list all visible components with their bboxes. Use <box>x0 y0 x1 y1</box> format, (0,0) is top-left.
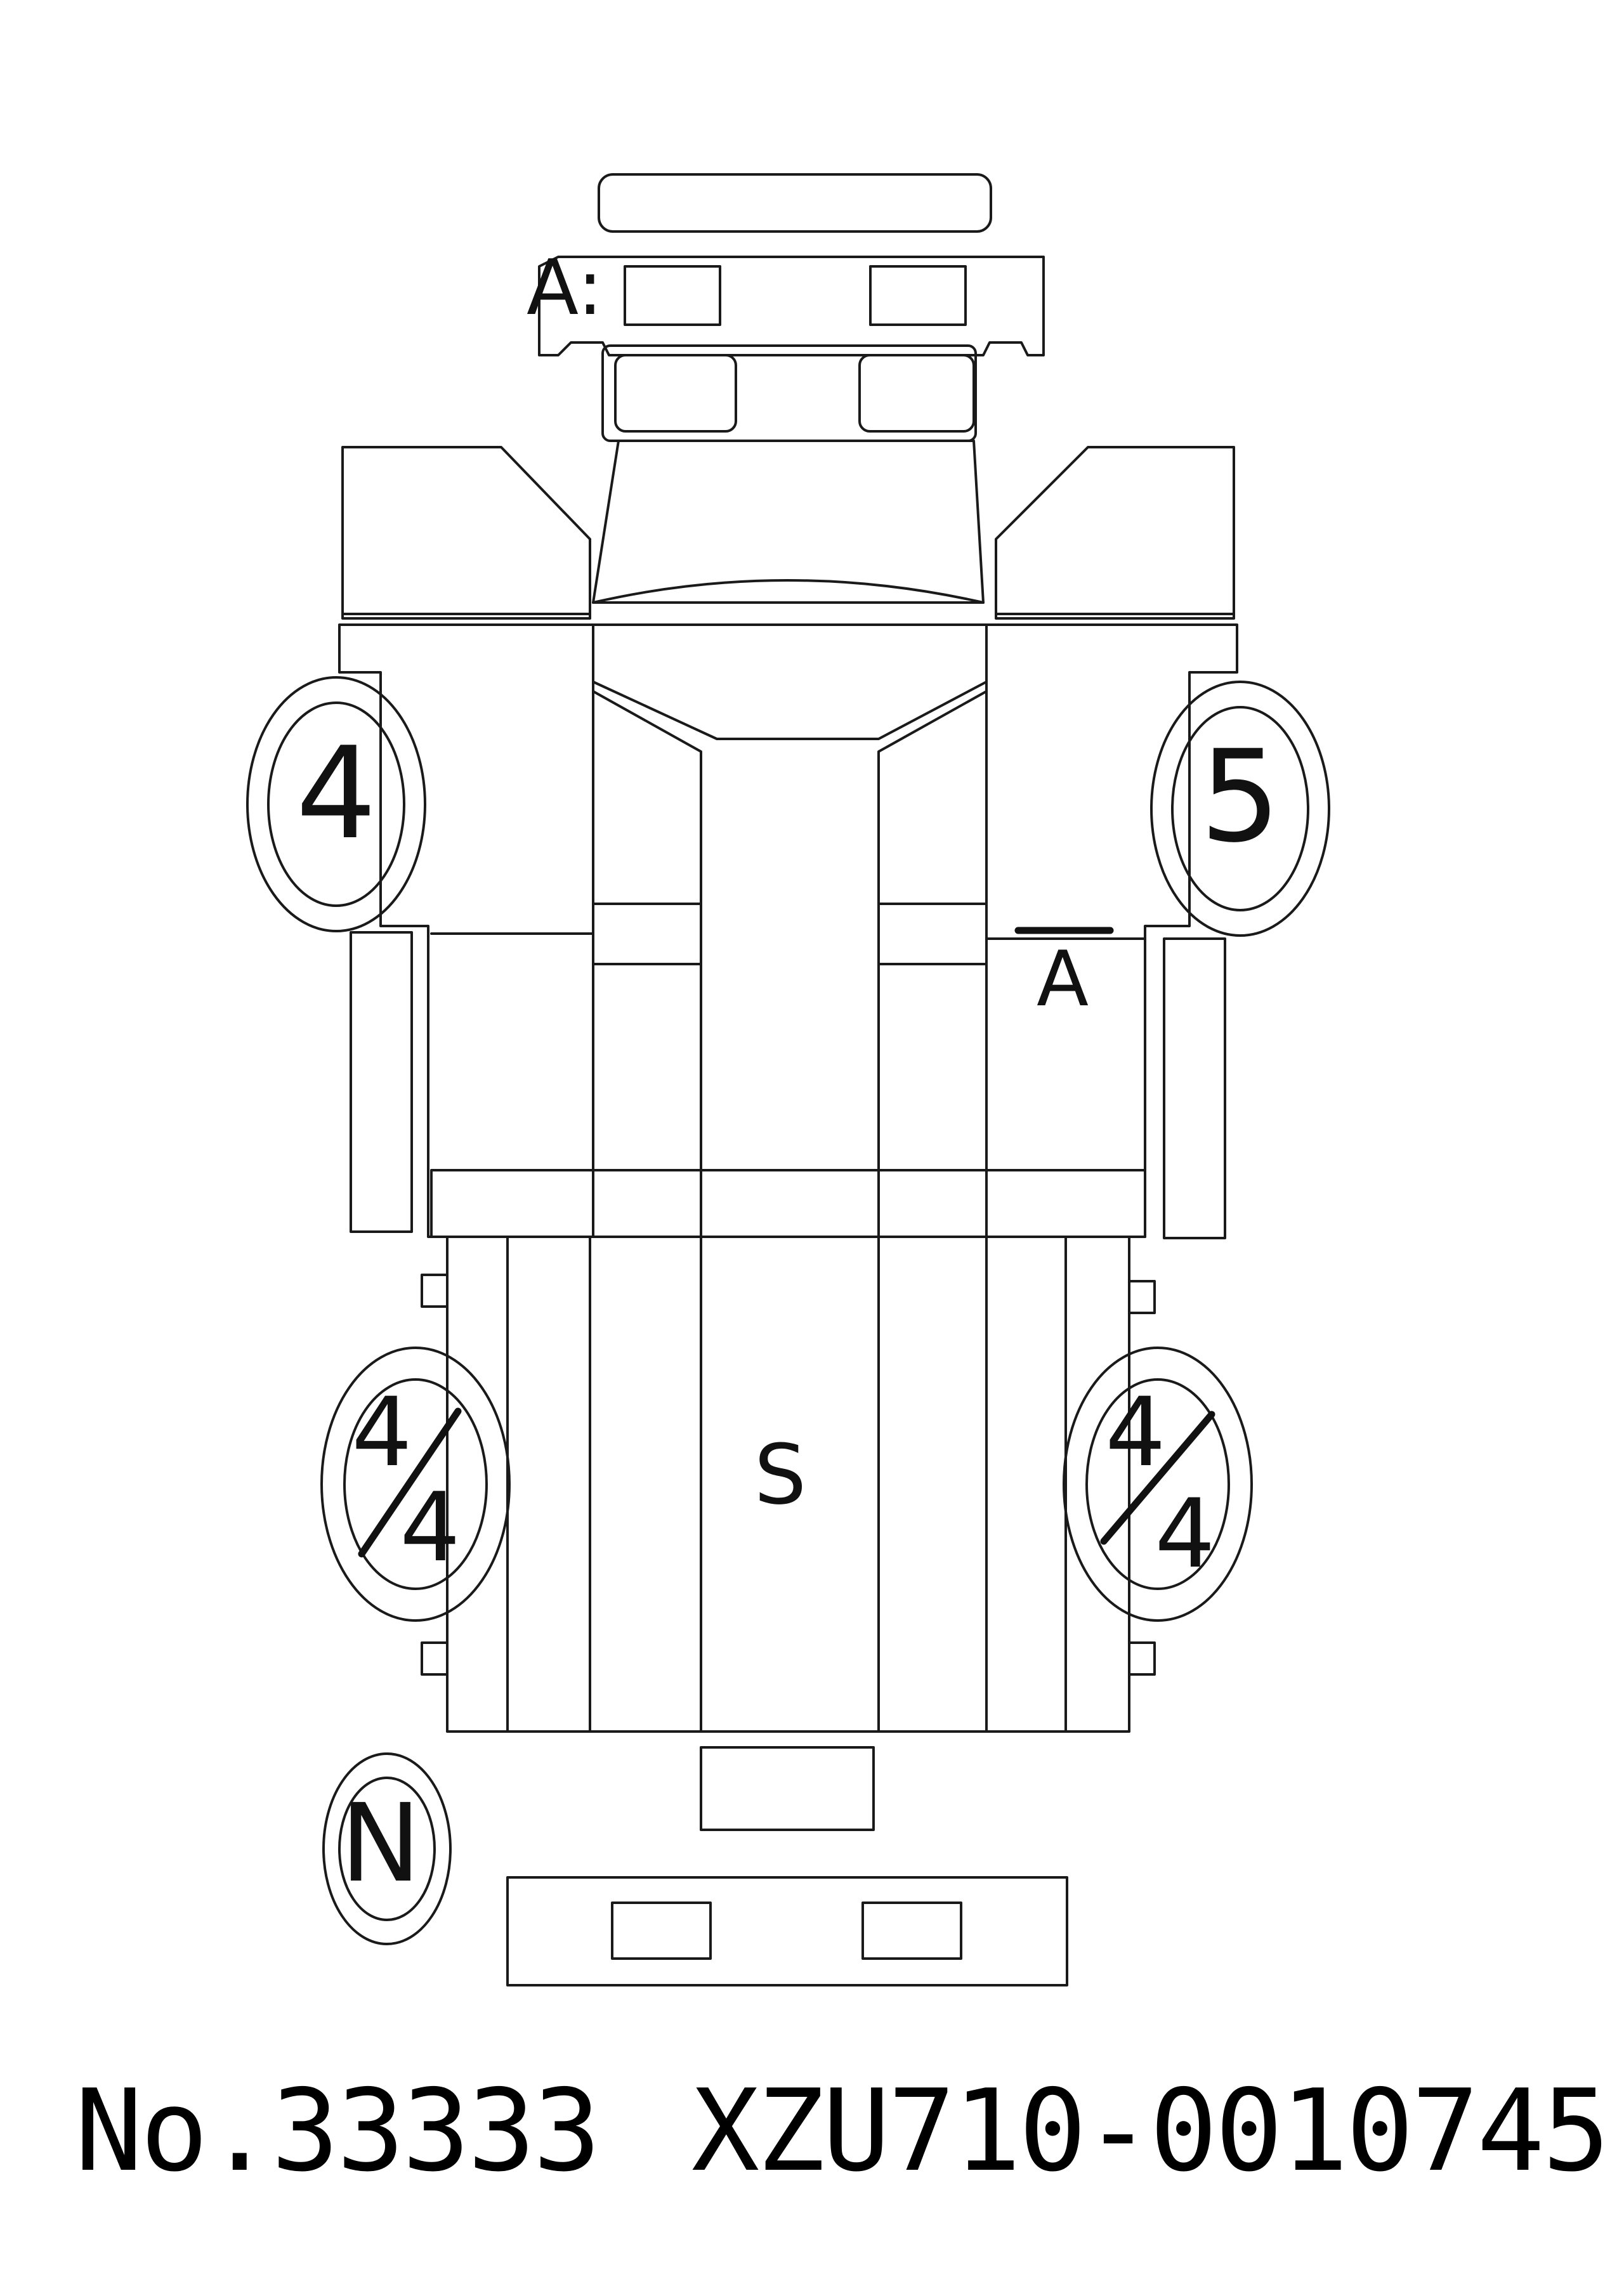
cab-group <box>341 440 1235 620</box>
right-cab-mark: A <box>1037 936 1089 1024</box>
front-left-tire-mark: 4 <box>296 720 376 868</box>
right-headlight <box>869 265 967 326</box>
footer: No.33333 XZU710-0010745 <box>0 2068 1624 2195</box>
cargo-bed-group <box>421 1236 1156 1733</box>
left-step <box>350 931 413 1233</box>
front-bumper-mark: A: <box>527 244 603 332</box>
cab-floor-group <box>338 623 1238 1239</box>
cargo-bed-outline <box>446 1236 1130 1733</box>
chassis-number: XZU710-0010745 <box>691 2065 1610 2196</box>
hitch-plate <box>700 1746 875 1831</box>
stock-number: No.33333 <box>75 2065 601 2196</box>
windshield-frame <box>601 344 977 442</box>
right-door-upper <box>995 446 1235 620</box>
cab-roof <box>592 440 985 604</box>
front-left-tire <box>246 676 426 932</box>
right-windshield-pane <box>858 354 975 433</box>
left-tail-lamp <box>611 1901 712 1960</box>
spare-tire-mark: N <box>340 1781 421 1907</box>
front-grille-panel <box>538 256 1045 356</box>
front-right-tire-mark: 5 <box>1200 723 1280 871</box>
front-bumper-bar <box>598 173 992 233</box>
cab-rear-crossbeam <box>430 1169 1146 1238</box>
rear-left-tire-slash <box>358 1407 462 1558</box>
bed-floor-mark: S <box>754 1426 807 1523</box>
left-windshield-pane <box>614 354 737 433</box>
right-step <box>1163 937 1226 1239</box>
left-door-upper <box>341 446 591 620</box>
spare-tire <box>322 1752 452 1945</box>
rear-left-tire-mark-bottom: 4 <box>400 1473 460 1583</box>
rear-left-tire-mark-top: 4 <box>351 1378 412 1488</box>
right-frame-rail <box>877 690 988 1238</box>
cab-floor-front <box>592 623 988 740</box>
left-cab-side <box>338 623 594 1238</box>
left-headlight <box>624 265 721 326</box>
left-frame-rail <box>592 690 702 1238</box>
right-tail-lamp <box>861 1901 962 1960</box>
front-bumper-group <box>538 173 1045 442</box>
rear-right-tire-mark-bottom: 4 <box>1155 1479 1215 1589</box>
rear-left-tire <box>320 1347 511 1622</box>
rear-group <box>506 1746 1068 1986</box>
rear-bumper <box>506 1876 1068 1986</box>
rear-right-tire-mark-top: 4 <box>1105 1378 1165 1488</box>
inspection-marks: A: 4 5 A 4 4 4 4 S N <box>296 244 1280 1907</box>
rear-right-tire <box>1063 1347 1253 1622</box>
right-cab-side <box>985 623 1238 1238</box>
front-right-tire <box>1150 681 1330 937</box>
rear-right-tire-slash <box>1100 1411 1215 1545</box>
cab-roof-curve <box>592 579 985 604</box>
